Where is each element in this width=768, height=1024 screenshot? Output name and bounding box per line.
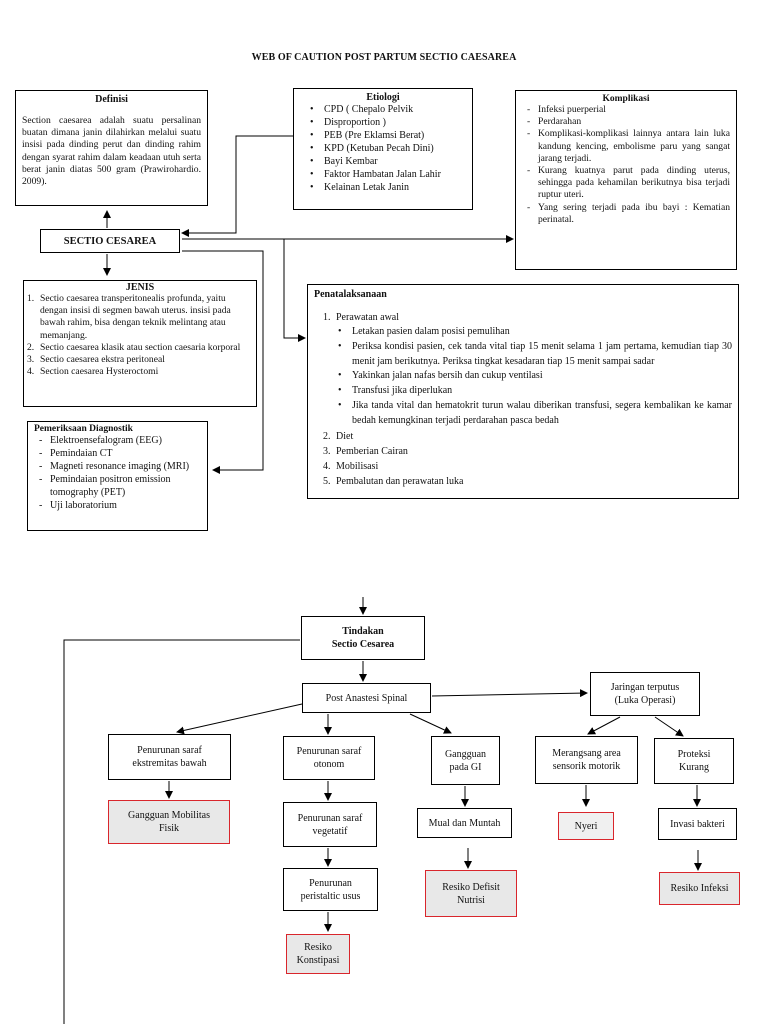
post-anastesi-box: Post Anastesi Spinal: [302, 683, 431, 713]
arrow-post-to-ekstremitas: [176, 703, 303, 735]
tindakan-line-1: Tindakan: [342, 626, 384, 637]
penurunan-ekstremitas-box: Penurunan saraf ekstremitas bawah: [108, 734, 231, 780]
definisi-box: Definisi Section caesarea adalah suatu p…: [15, 90, 208, 206]
jenis-box: JENIS 1.Sectio caesarea transperitoneali…: [23, 280, 257, 407]
list-item: Periksa kondisi pasien, cek tanda vital …: [338, 340, 732, 370]
jenis-heading: JENIS: [125, 282, 155, 293]
sectio-cesarea-box: SECTIO CESAREA: [40, 229, 180, 253]
list-item: Disproportion ): [310, 116, 466, 129]
arrow-sectio-to-penatalaksanaan: [283, 239, 306, 342]
penurunan-vegetatif-box: Penurunan saraf vegetatif: [283, 802, 377, 847]
list-item: Transfusi jika diperlukan: [338, 384, 732, 399]
list-item: 5.Pembalutan dan perawatan luka: [323, 475, 464, 487]
jaringan-line-1: Jaringan terputus: [610, 682, 680, 693]
arrow-post-to-jaringan: [431, 689, 588, 698]
gangguan-gi-label: Gangguan pada GI: [444, 748, 487, 773]
penurunan-otonom-label: Penurunan saraf otonom: [296, 746, 362, 770]
list-item: 3.Sectio caesarea ekstra peritoneal: [27, 354, 165, 366]
komplikasi-list: Infeksi puerperial Perdarahan Komplikasi…: [522, 104, 730, 226]
proteksi-box: Proteksi Kurang: [654, 738, 734, 784]
list-item: Yakinkan jalan nafas bersih dan cukup ve…: [338, 369, 732, 384]
merangsang-label: Merangsang area sensorik motorik: [552, 748, 621, 772]
gangguan-mobilitas-box: Gangguan Mobilitas Fisik: [108, 800, 230, 844]
list-item: Pemindaian CT: [39, 447, 201, 460]
invasi-bakteri-box: Invasi bakteri: [658, 808, 737, 840]
jaringan-box: Jaringan terputus (Luka Operasi): [590, 672, 700, 716]
list-item: Kurang kuatnya parut pada dinding uterus…: [527, 165, 730, 202]
etiologi-list: CPD ( Chepalo Pelvik Disproportion ) PEB…: [300, 103, 466, 194]
list-item: Yang sering terjadi pada ibu bayi : Kema…: [527, 202, 730, 226]
invasi-bakteri-label: Invasi bakteri: [670, 818, 725, 830]
list-item: Jika tanda vital dan hematokrit turun wa…: [338, 399, 732, 429]
list-item: PEB (Pre Eklamsi Berat): [310, 129, 466, 142]
etiologi-heading: Etiologi: [366, 92, 400, 103]
nyeri-box: Nyeri: [558, 812, 614, 840]
list-item: Infeksi puerperial: [527, 104, 730, 116]
list-item: Magneti resonance imaging (MRI): [39, 460, 201, 473]
list-item: 2.Sectio caesarea klasik atau section ca…: [27, 341, 241, 353]
arrow-sectio-to-pemeriksaan: [182, 250, 264, 474]
mual-muntah-box: Mual dan Muntah: [417, 808, 512, 838]
arrow-jaringan-to-proteksi: [654, 716, 684, 737]
arrow-etiologi-to-sectio: [181, 135, 293, 237]
pemeriksaan-box: Pemeriksaan Diagnostik Elektroensefalogr…: [27, 421, 208, 531]
nyeri-label: Nyeri: [574, 820, 598, 832]
penurunan-peristaltic-box: Penurunan peristaltic usus: [283, 868, 378, 911]
perawatan-awal-sublist: Letakan pasien dalam posisi pemulihan Pe…: [336, 325, 732, 429]
jenis-list: 1.Sectio caesarea transperitonealis prof…: [27, 293, 252, 378]
komplikasi-box: Komplikasi Infeksi puerperial Perdarahan…: [515, 90, 737, 270]
list-item: 2.Diet: [323, 430, 354, 442]
list-item: 4.Section caesarea Hysteroctomi: [27, 366, 159, 378]
komplikasi-heading: Komplikasi: [602, 94, 650, 104]
gangguan-mobilitas-label: Gangguan Mobilitas Fisik: [128, 810, 210, 834]
proteksi-label: Proteksi Kurang: [677, 749, 711, 773]
list-item: CPD ( Chepalo Pelvik: [310, 103, 466, 116]
penatalaksanaan-list: 1.Perawatan awal Letakan pasien dalam po…: [314, 310, 732, 489]
list-item: Komplikasi-komplikasi lainnya antara lai…: [527, 128, 730, 165]
list-item: Uji laboratorium: [39, 499, 201, 512]
resiko-defisit-label: Resiko Defisit Nutrisi: [442, 881, 500, 906]
list-item: Bayi Kembar: [310, 155, 466, 168]
mual-muntah-label: Mual dan Muntah: [428, 817, 501, 829]
penurunan-vegetatif-label: Penurunan saraf vegetatif: [297, 812, 363, 837]
resiko-konstipasi-label: Resiko Konstipasi: [296, 942, 340, 966]
list-item: Pemindaian positron emission tomography …: [39, 473, 201, 499]
pemeriksaan-heading: Pemeriksaan Diagnostik: [34, 424, 133, 434]
list-item: 4.Mobilisasi: [323, 460, 379, 472]
resiko-infeksi-label: Resiko Infeksi: [670, 883, 729, 894]
list-item: 3.Pemberian Cairan: [323, 445, 408, 457]
penatalaksanaan-heading: Penatalaksanaan: [314, 289, 387, 300]
list-item: Kelainan Letak Janin: [310, 181, 466, 194]
list-item: 1.Sectio caesarea transperitonealis prof…: [27, 293, 231, 341]
definisi-text: Section caesarea adalah suatu persalinan…: [22, 115, 201, 188]
tindakan-box: Tindakan Sectio Cesarea: [301, 616, 425, 660]
pemeriksaan-list: Elektroensefalogram (EEG) Pemindaian CT …: [34, 434, 201, 512]
resiko-infeksi-box: Resiko Infeksi: [659, 872, 740, 905]
etiologi-box: Etiologi CPD ( Chepalo Pelvik Disproport…: [293, 88, 473, 210]
resiko-konstipasi-box: Resiko Konstipasi: [286, 934, 350, 974]
penurunan-ekstremitas-label: Penurunan saraf ekstremitas bawah: [132, 745, 207, 769]
arrow-post-to-gi: [409, 713, 452, 734]
penatalaksanaan-box: Penatalaksanaan 1.Perawatan awal Letakan…: [307, 284, 739, 499]
list-item: Perdarahan: [527, 116, 730, 128]
side-line-left: [63, 639, 300, 1024]
gangguan-gi-box: Gangguan pada GI: [431, 736, 500, 785]
arrow-jaringan-to-merangsang: [587, 716, 621, 735]
list-item: Elektroensefalogram (EEG): [39, 434, 201, 447]
jaringan-line-2: (Luka Operasi): [614, 695, 676, 706]
resiko-defisit-box: Resiko Defisit Nutrisi: [425, 870, 517, 917]
sectio-cesarea-label: SECTIO CESAREA: [63, 235, 157, 247]
post-anastesi-label: Post Anastesi Spinal: [325, 692, 408, 704]
penurunan-otonom-box: Penurunan saraf otonom: [283, 736, 375, 780]
page-title: WEB OF CAUTION POST PARTUM SECTIO CAESAR…: [251, 52, 517, 63]
merangsang-box: Merangsang area sensorik motorik: [535, 736, 638, 784]
list-item: 1.Perawatan awal Letakan pasien dalam po…: [323, 310, 732, 429]
list-item: KPD (Ketuban Pecah Dini): [310, 142, 466, 155]
list-item: Faktor Hambatan Jalan Lahir: [310, 168, 466, 181]
list-item: Letakan pasien dalam posisi pemulihan: [338, 325, 732, 340]
penurunan-peristaltic-label: Penurunan peristaltic usus: [300, 877, 361, 902]
definisi-heading: Definisi: [95, 94, 128, 105]
tindakan-line-2: Sectio Cesarea: [331, 639, 395, 650]
